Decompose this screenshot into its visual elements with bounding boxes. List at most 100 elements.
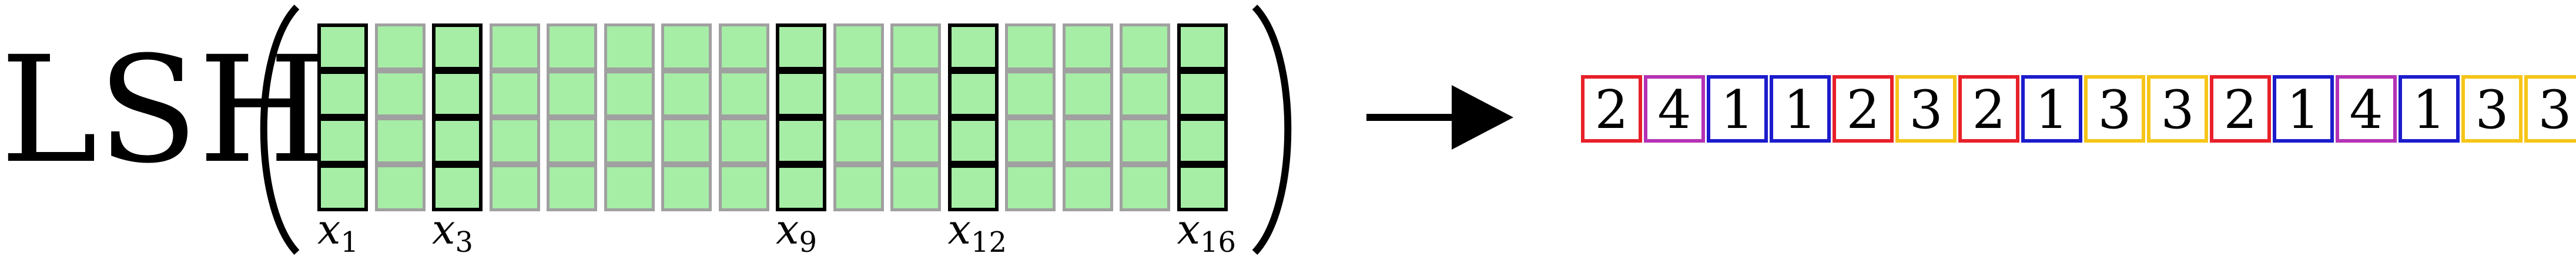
matrix-cell: [489, 23, 540, 70]
matrix-cell: [890, 164, 941, 211]
matrix-cell: [1120, 117, 1170, 164]
matrix-cell: [1177, 23, 1228, 70]
matrix-cell: [890, 23, 941, 70]
hash-code-cell: 1: [2021, 75, 2082, 143]
matrix-cell: [604, 117, 655, 164]
matrix-cell: [833, 70, 884, 117]
column-label-subscript: 16: [1200, 226, 1237, 259]
matrix-cell: [776, 164, 826, 211]
column-label-subscript: 12: [970, 226, 1007, 259]
matrix-cell: [317, 70, 368, 117]
matrix-cell: [432, 164, 483, 211]
selected-column: [776, 23, 826, 211]
matrix-cell: [661, 70, 712, 117]
matrix-cell: [776, 70, 826, 117]
unselected-column: [604, 23, 655, 211]
matrix-cell: [890, 70, 941, 117]
matrix-cell: [1177, 70, 1228, 117]
matrix-cell: [489, 117, 540, 164]
column-label: x9: [776, 205, 817, 259]
matrix-cell: [432, 70, 483, 117]
matrix-cell: [547, 70, 597, 117]
matrix-cell: [317, 23, 368, 70]
matrix-cell: [1005, 164, 1056, 211]
matrix-cell: [604, 70, 655, 117]
hash-code-cell: 1: [2273, 75, 2334, 143]
matrix-cell: [833, 164, 884, 211]
matrix-cell: [661, 23, 712, 70]
right-arrow-icon: [1366, 85, 1513, 150]
column-label: x16: [1177, 205, 1237, 259]
matrix-cell: [374, 117, 426, 164]
matrix-cell: [317, 164, 368, 211]
matrix-cell: [833, 23, 884, 70]
matrix-cell: [374, 70, 426, 117]
selected-column: [432, 23, 483, 211]
matrix-cell: [718, 164, 769, 211]
column-label-variable: x: [776, 205, 799, 254]
matrix-cell: [547, 164, 597, 211]
hash-code-cell: 2: [2210, 75, 2271, 143]
column-label-subscript: 1: [340, 226, 359, 259]
unselected-column: [1005, 23, 1056, 211]
hash-code-cell: 3: [2524, 75, 2576, 143]
unselected-column: [489, 23, 540, 211]
unselected-column: [890, 23, 941, 211]
hash-code-cell: 2: [1581, 75, 1642, 143]
matrix-cell: [1177, 164, 1228, 211]
matrix-cell: [776, 117, 826, 164]
matrix-cell: [947, 164, 999, 211]
matrix-cell: [718, 117, 769, 164]
unselected-column: [1120, 23, 1170, 211]
matrix-cell: [1177, 117, 1228, 164]
matrix-cell: [1005, 23, 1056, 70]
left-parenthesis: [260, 4, 300, 255]
matrix-cell: [317, 117, 368, 164]
column-label-variable: x: [432, 205, 455, 254]
matrix-cell: [1120, 23, 1170, 70]
matrix-cell: [833, 117, 884, 164]
unselected-column: [833, 23, 884, 211]
column-label-variable: x: [947, 205, 971, 254]
matrix-cell: [547, 117, 597, 164]
column-label-subscript: 9: [799, 226, 818, 259]
unselected-column: [1062, 23, 1113, 211]
matrix-cell: [1120, 164, 1170, 211]
matrix-cell: [432, 117, 483, 164]
right-parenthesis: [1252, 4, 1292, 255]
hash-code-cell: 3: [1895, 75, 1957, 143]
column-label-variable: x: [1177, 205, 1200, 254]
hash-code-cell: 3: [2461, 75, 2523, 143]
matrix-cell: [718, 70, 769, 117]
matrix-cell: [547, 23, 597, 70]
hash-code-cell: 3: [2147, 75, 2208, 143]
column-label-variable: x: [317, 205, 341, 254]
matrix-cell: [661, 117, 712, 164]
matrix-cell: [489, 70, 540, 117]
hash-code-cell: 2: [1958, 75, 2019, 143]
selected-column: [947, 23, 999, 211]
unselected-column: [547, 23, 597, 211]
unselected-column: [374, 23, 426, 211]
matrix-cell: [947, 23, 999, 70]
unselected-column: [661, 23, 712, 211]
column-label: x12: [948, 205, 1007, 259]
matrix-cell: [374, 164, 426, 211]
matrix-cell: [1062, 23, 1113, 70]
hash-code-cell: 4: [1644, 75, 1705, 143]
matrix-cell: [1005, 70, 1056, 117]
matrix-cell: [1005, 117, 1056, 164]
matrix-cell: [374, 23, 426, 70]
hash-code-cell: 4: [2336, 75, 2397, 143]
matrix-cell: [604, 164, 655, 211]
matrix-cell: [1062, 70, 1113, 117]
matrix-cell: [1062, 164, 1113, 211]
column-label: x3: [432, 205, 473, 259]
matrix-cell: [718, 23, 769, 70]
column-label-subscript: 3: [455, 226, 474, 259]
matrix-cell: [604, 23, 655, 70]
matrix-cell: [1062, 117, 1113, 164]
matrix-cell: [776, 23, 826, 70]
hash-code-cell: 3: [2084, 75, 2145, 143]
matrix-cell: [1120, 70, 1170, 117]
